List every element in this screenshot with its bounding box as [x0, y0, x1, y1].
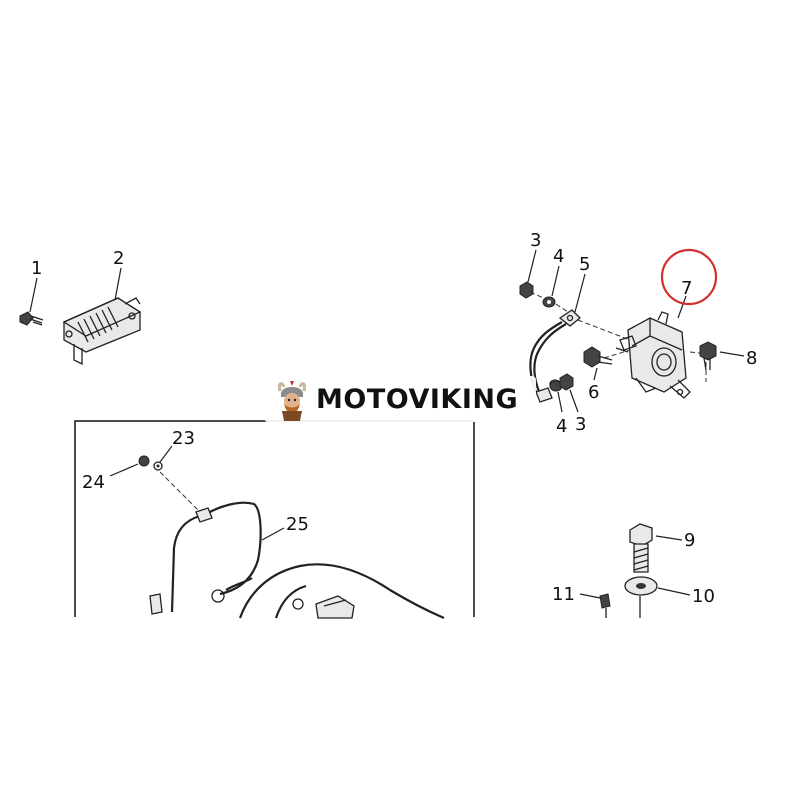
callout-7: 7: [681, 278, 692, 299]
callout-2: 2: [113, 248, 124, 269]
callout-25: 25: [286, 514, 309, 535]
callout-9: 9: [684, 530, 695, 551]
callout-6: 6: [588, 382, 599, 403]
callout-10: 10: [692, 586, 715, 607]
callout-1: 1: [31, 258, 42, 279]
part-10-washer: [624, 576, 691, 618]
watermark-banner: MOTOVIKING: [264, 376, 536, 422]
part-9-bolt: [629, 523, 683, 573]
part-6-bolt: [583, 346, 613, 381]
part-23-24-fasteners: [109, 445, 201, 513]
part-1-screw: [19, 277, 44, 326]
viking-mascot-icon: [278, 381, 306, 421]
callout-4-top: 4: [553, 246, 564, 267]
highlight-circle: [660, 248, 718, 306]
part-25-wiring-harness: [149, 501, 445, 620]
callout-3-top: 3: [530, 230, 541, 251]
callout-8: 8: [746, 348, 757, 369]
part-7-solenoid: [615, 295, 691, 399]
callout-4-bottom: 4: [556, 416, 567, 437]
callout-5: 5: [579, 254, 590, 275]
part-11-clip: [579, 593, 611, 618]
callout-23: 23: [172, 428, 195, 449]
part-3-nut-bottom: [559, 373, 579, 413]
watermark-text: MOTOVIKING: [316, 383, 519, 415]
harness-frame: [74, 420, 475, 617]
callout-3-bottom: 3: [575, 414, 586, 435]
callout-11: 11: [552, 584, 575, 605]
part-2-regulator: [62, 267, 142, 366]
part-4-washer-top: [542, 265, 560, 308]
callout-24: 24: [82, 472, 105, 493]
part-3-nut-top: [519, 249, 537, 299]
part-8-bolt: [699, 341, 745, 371]
